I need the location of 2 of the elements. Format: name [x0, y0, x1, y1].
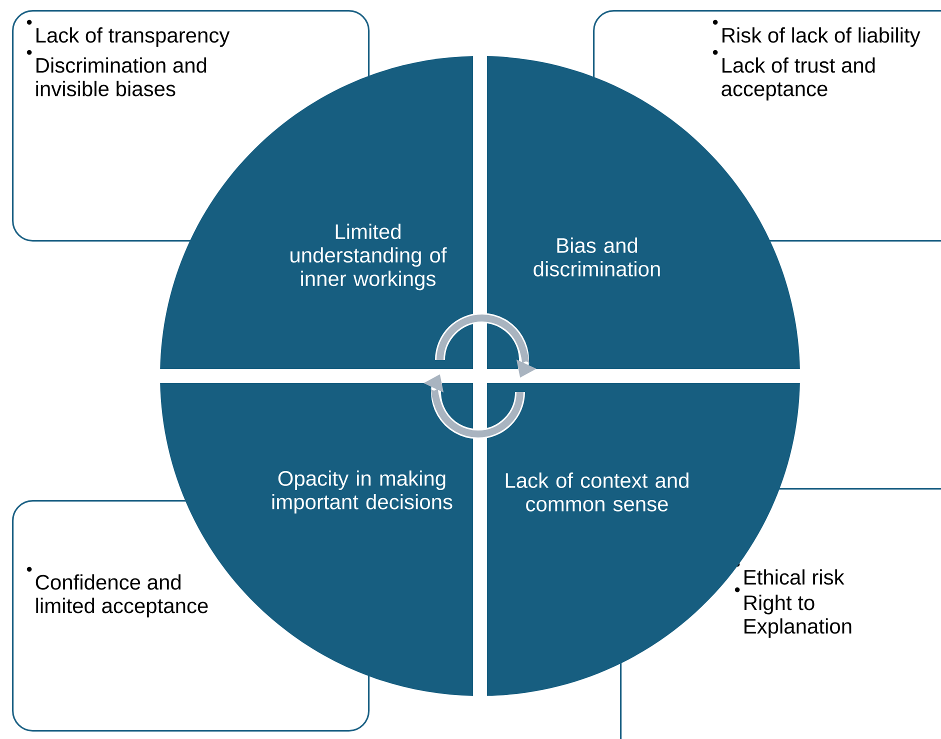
cycle-arrow — [435, 313, 536, 380]
cycle-arrow — [424, 372, 525, 439]
